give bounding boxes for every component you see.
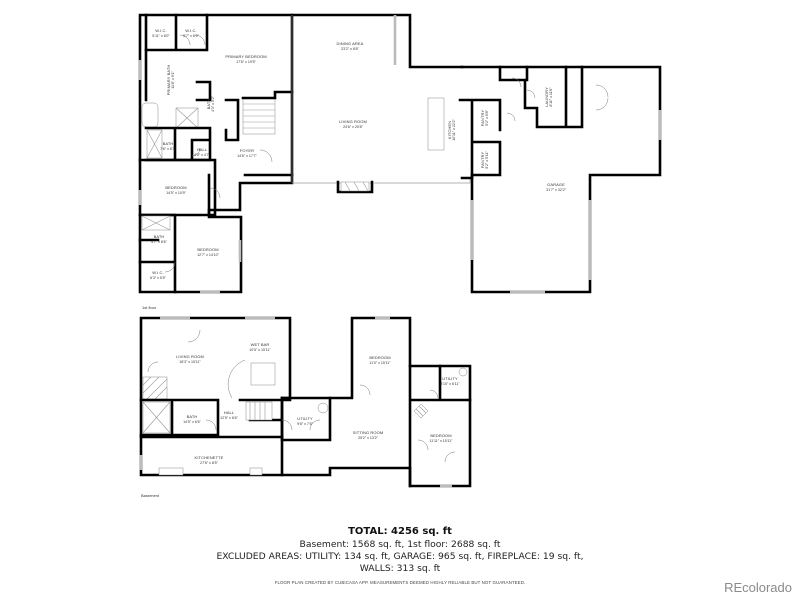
room-label: PRIMARY BEDROOM [225,54,266,59]
room-label: W.I.C. [185,28,197,33]
room-dims: 11'0" x 15'11" [369,361,391,365]
room-label: PRIMARY BATH [166,65,171,96]
room-dims: 9'8" x 7'6" [297,422,313,426]
room-dims: 4'3" x 5'2" [211,95,215,111]
room-dims: 5'2" x 6'8" [485,109,489,125]
room-label: DINING AREA [337,41,364,46]
room-dims: 4'5" x 4'7" [194,153,210,157]
room-label: LIVING ROOM [176,354,204,359]
room-dims: 12'5" x 6'6" [220,416,238,420]
floor-label-basement: Basement [141,493,160,498]
total-area: TOTAL: 4256 sq. ft [348,526,452,537]
basement-floor-plan: LIVING ROOM 18'3" x 15'11" WET BAR 10'5"… [139,316,472,498]
room-dims: 5'7" x 6'0" [183,34,199,38]
room-dims: 10'5" x 15'11" [249,348,271,352]
room-dims: 11'8" x 9'1" [171,71,175,89]
room-dims: 18'3" x 15'11" [179,360,201,364]
walls-area: WALLS: 313 sq. ft [359,563,441,574]
disclaimer: FLOOR PLAN CREATED BY CUBICASA APP. MEAS… [274,580,526,585]
water-heater-icon [317,402,329,414]
room-label: BATH [163,141,174,146]
room-label: W.I.C. [152,270,164,275]
room-label: BATH [206,99,211,110]
room-label: HALL [224,410,235,415]
room-dims: 8'11" x 11'6" [549,87,553,107]
room-dims: 14'6" x 17'7" [237,154,257,158]
room-label: KITCHENETTE [195,455,224,460]
room-dims: 5'2" x 5'11" [485,151,489,169]
room-dims: 12'7" x 14'10" [197,253,219,257]
stairs-icon [245,401,273,421]
room-label: KITCHEN [447,121,452,139]
room-dims: 25'2" x 13'2" [358,436,378,440]
water-heater-icon [458,367,468,377]
brand-watermark: REcolorado [724,580,792,595]
room-dims: 10'11" x 22'2" [452,119,456,141]
room-dims: 14'5" x 10'9" [166,191,186,195]
room-dims: 14'5" x 6'6" [183,420,201,424]
floor-area-breakdown: Basement: 1568 sq. ft, 1st floor: 2688 s… [299,539,501,550]
room-label: PANTRY [480,152,485,169]
room-label: BEDROOM [197,247,218,252]
room-label: PANTRY [480,110,485,127]
room-label: WET BAR [251,342,270,347]
room-dims: 31'7" x 32'2" [546,188,566,192]
room-dims: 7'6" x 6'3" [160,147,176,151]
room-dims: 24'6" x 20'8" [343,125,363,129]
room-label: BEDROOM [369,355,390,360]
stairs-icon [242,97,276,135]
room-label: HALL [197,147,208,152]
excluded-areas: EXCLUDED AREAS: UTILITY: 134 sq. ft, GAR… [216,551,584,562]
room-label: BATH [154,234,165,239]
room-label: LAUNDRY [544,87,549,107]
fireplace-icon [336,180,374,194]
first-floor-plan: W.I.C. 5'11" x 6'0" W.I.C. 5'7" x 6'0" P… [138,13,662,310]
room-dims: 6'3" x 5'5" [150,276,166,280]
room-label: W.I.C. [155,28,167,33]
room-label: BATH [187,414,198,419]
room-label: UTILITY [442,376,458,381]
room-label: FOYER [240,148,254,153]
floor-label-first: 1st floor [142,305,157,310]
fireplace-icon [413,403,429,419]
room-dims: 4'7" x 8'6" [151,240,167,244]
room-label: GARAGE [547,182,565,187]
floor-plan: W.I.C. 5'11" x 6'0" W.I.C. 5'7" x 6'0" P… [138,13,662,498]
room-label: UTILITY [297,416,313,421]
room-dims: 11'11" x 15'11" [430,439,454,443]
room-dims: 23'2" x 8'8" [341,47,359,51]
room-label: BEDROOM [430,433,451,438]
room-dims: 8'10" x 6'11" [440,382,460,386]
room-dims: 27'6" x 8'5" [200,461,218,465]
room-label: BEDROOM [165,185,186,190]
fireplace-icon [142,376,168,400]
room-dims: 5'11" x 6'0" [152,34,170,38]
room-dims: 17'6" x 19'5" [236,60,256,64]
room-label: LIVING ROOM [339,119,367,124]
room-label: SITTING ROOM [353,430,384,435]
